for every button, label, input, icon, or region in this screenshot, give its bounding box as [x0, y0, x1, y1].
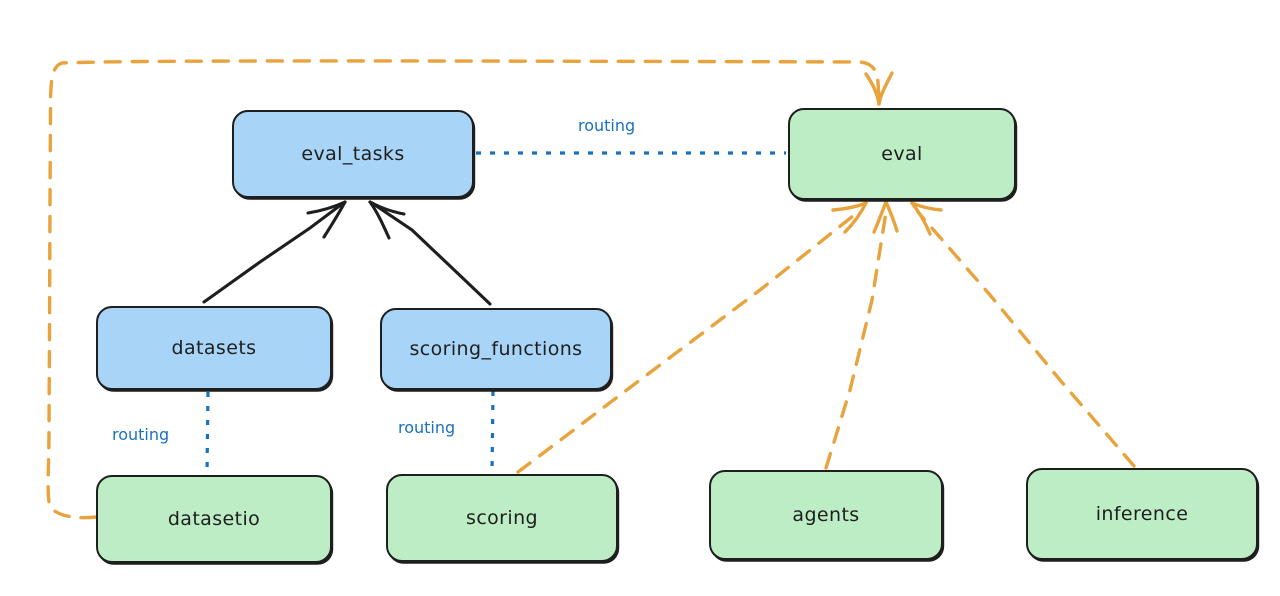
- edge-agents-eval: [824, 200, 899, 470]
- node-label: datasetio: [167, 508, 261, 530]
- node-scoring-functions[interactable]: scoring_functions: [380, 308, 612, 390]
- edge-scoring_functions-scoring: [490, 390, 495, 474]
- edge-label-routing-eval: routing: [578, 116, 636, 135]
- node-eval[interactable]: eval: [788, 108, 1016, 200]
- node-label: inference: [1095, 503, 1189, 525]
- node-scoring[interactable]: scoring: [386, 474, 618, 562]
- node-label: scoring: [466, 507, 538, 529]
- edge-scoring-eval: [516, 201, 868, 474]
- node-datasetio[interactable]: datasetio: [96, 475, 332, 563]
- node-label: scoring_functions: [409, 338, 583, 360]
- node-inference[interactable]: inference: [1026, 468, 1258, 560]
- edge-inference-eval: [910, 201, 1136, 468]
- edge-datasets-datasetio: [205, 391, 210, 475]
- node-agents[interactable]: agents: [709, 470, 943, 560]
- edge-datasetio-eval: [46, 59, 894, 520]
- node-label: datasets: [171, 337, 257, 359]
- node-datasets[interactable]: datasets: [96, 306, 332, 390]
- node-eval-tasks[interactable]: eval_tasks: [232, 110, 474, 198]
- edge-datasets-eval_tasks: [202, 200, 347, 304]
- node-label: eval: [881, 143, 923, 165]
- node-label: agents: [792, 504, 860, 526]
- node-label: eval_tasks: [301, 143, 405, 165]
- edge-label-routing-scoring: routing: [398, 418, 456, 437]
- edge-label-routing-datasets: routing: [112, 425, 170, 444]
- edge-scoring_functions-eval_tasks: [368, 200, 492, 306]
